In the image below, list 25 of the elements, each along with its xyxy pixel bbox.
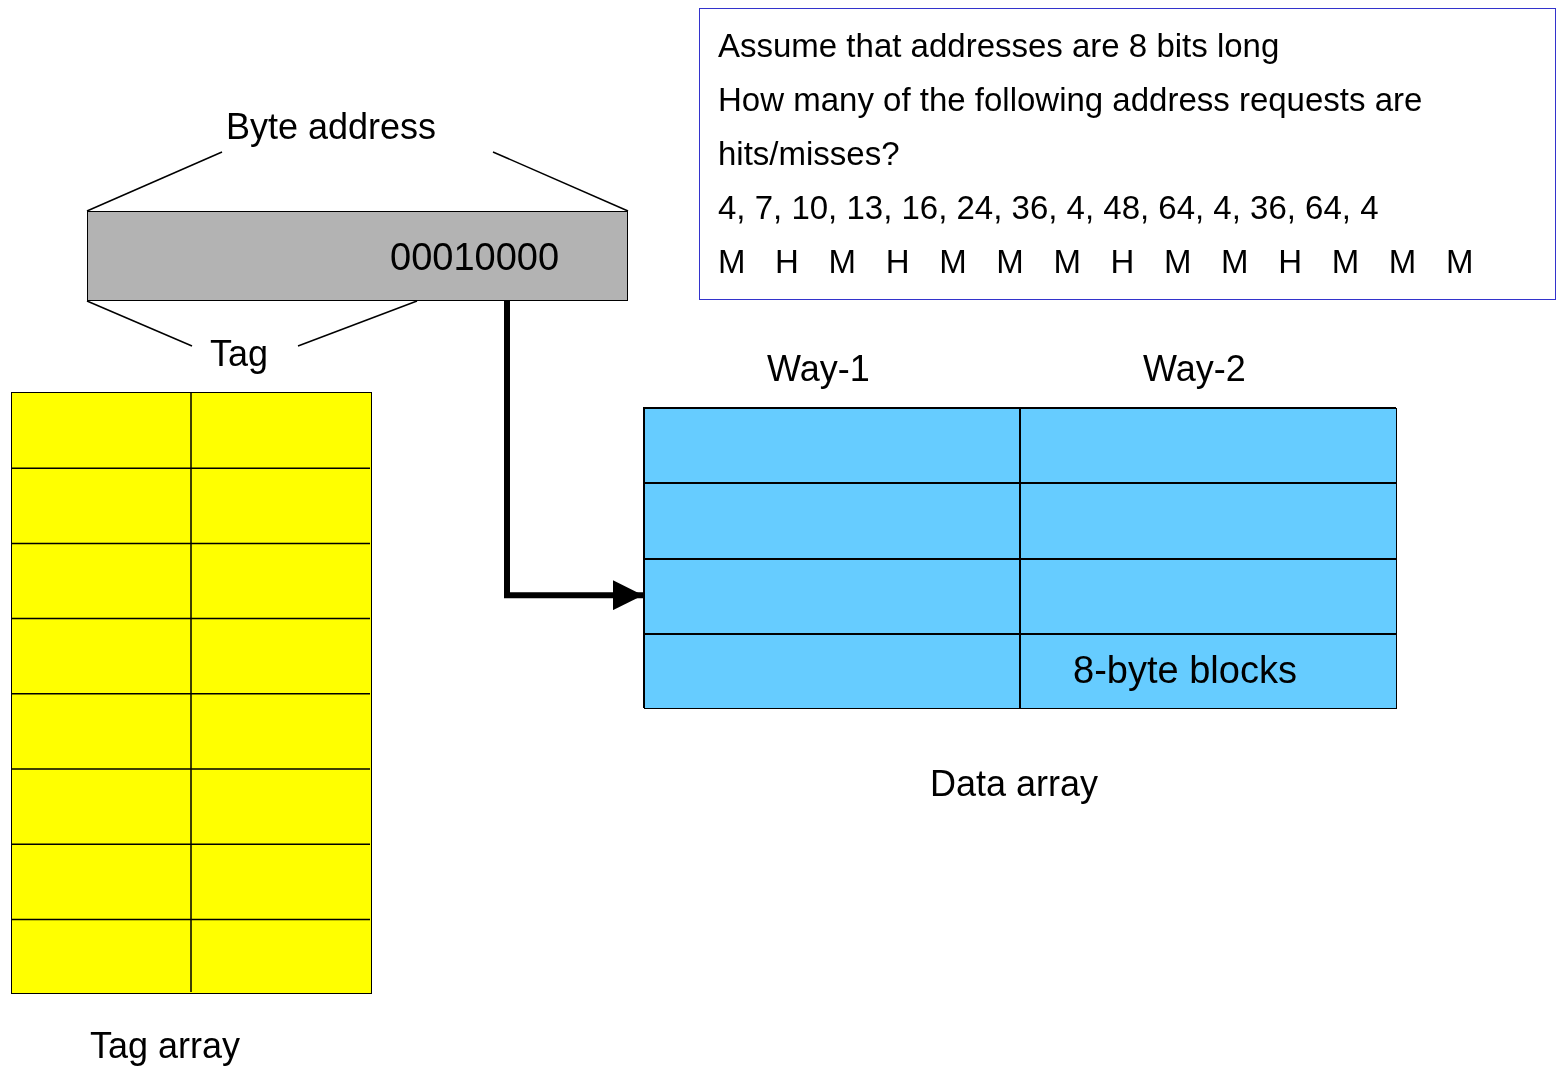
array-caption: Data array — [930, 763, 1099, 805]
data-array — [643, 407, 1396, 708]
column-heading: Way-2 — [1143, 348, 1246, 390]
block-size-label: 8-byte blocks — [1073, 648, 1297, 692]
question-text: M H M H M M M H M M H M M M — [718, 242, 1475, 282]
question-text: How many of the following address requests are hits/misses? — [718, 80, 1424, 174]
tag-array — [11, 392, 372, 994]
field-label: Byte address — [226, 106, 437, 148]
field-label: Tag — [210, 333, 269, 375]
column-heading: Way-1 — [767, 348, 870, 390]
arrow — [504, 301, 643, 611]
array-caption: Tag array — [90, 1025, 241, 1067]
cache-block-cell — [644, 558, 1020, 634]
question-text: 4, 7, 10, 13, 16, 24, 36, 4, 48, 64, 4, 36, 64, 4 — [718, 188, 1380, 228]
address-bits: 00010000 — [390, 236, 560, 279]
cache-block-cell — [1020, 633, 1397, 709]
cache-block-cell — [1020, 558, 1397, 634]
question-text: Assume that addresses are 8 bits long — [718, 26, 1281, 66]
cache-block-cell — [1020, 408, 1397, 484]
cache-block-cell — [644, 483, 1020, 559]
address-field — [87, 211, 628, 301]
cache-block-cell — [644, 633, 1020, 709]
cache-block-cell — [1020, 483, 1397, 559]
cache-block-cell — [644, 408, 1020, 484]
question-box — [699, 8, 1556, 300]
